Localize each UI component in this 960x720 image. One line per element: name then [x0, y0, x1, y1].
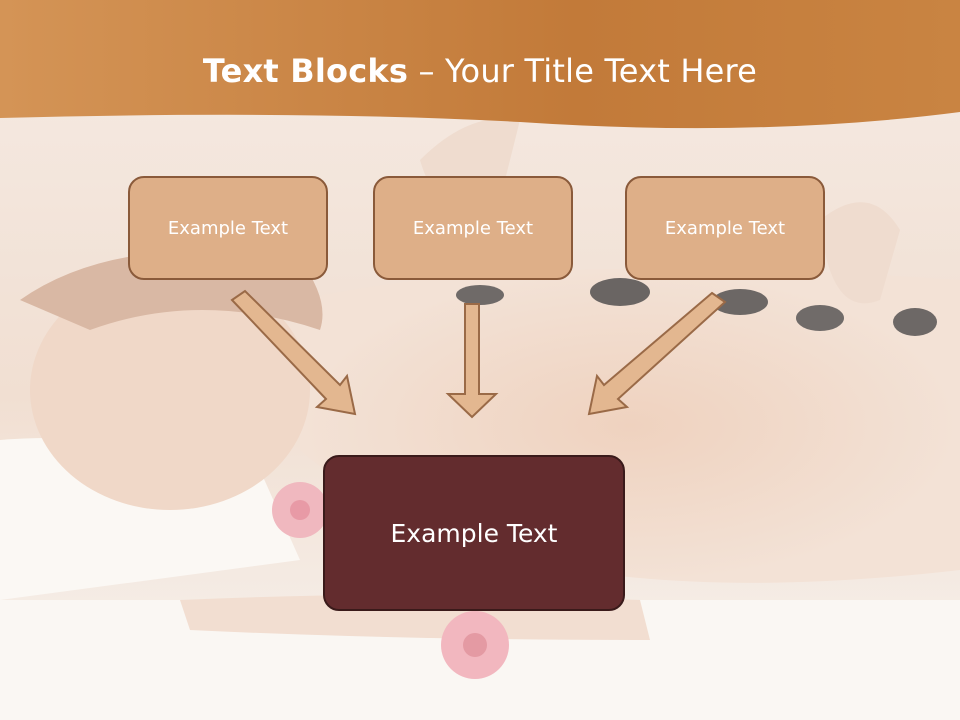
text-block-right-label: Example Text [664, 217, 786, 239]
text-block-main-label: Example Text [390, 518, 558, 548]
slide-title: Text Blocks – Your Title Text Here [0, 52, 960, 90]
text-block-right[interactable]: Example Text [625, 176, 825, 280]
text-block-main[interactable]: Example Text [323, 455, 625, 611]
text-block-middle[interactable]: Example Text [373, 176, 573, 280]
text-block-left-label: Example Text [167, 217, 289, 239]
text-block-left[interactable]: Example Text [128, 176, 328, 280]
title-band [0, 0, 960, 129]
arrow-middle [445, 303, 499, 419]
arrow-right [587, 291, 727, 416]
title-rest: – Your Title Text Here [408, 52, 758, 90]
title-bold: Text Blocks [202, 52, 409, 90]
arrow-left [230, 289, 357, 416]
text-block-middle-label: Example Text [412, 217, 534, 239]
